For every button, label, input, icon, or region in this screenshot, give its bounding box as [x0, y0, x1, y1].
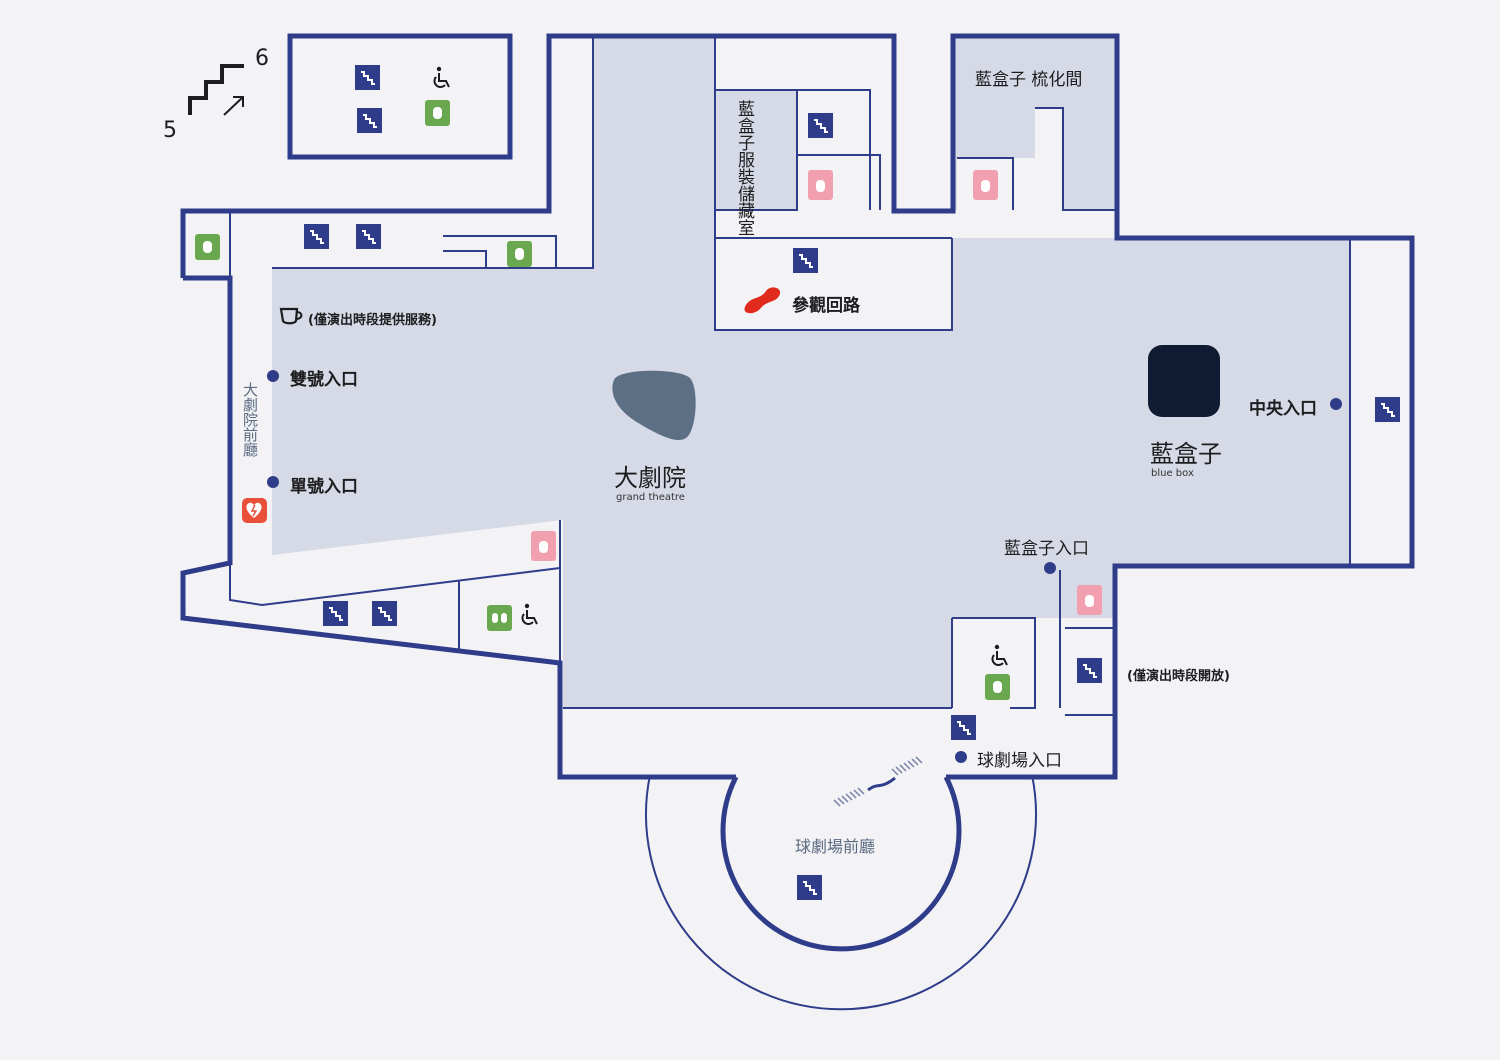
outer-walls [180, 33, 1415, 952]
playhouse-outer-ring [645, 774, 1037, 1011]
stairs-icon [356, 224, 381, 249]
inner-walls [229, 38, 1351, 716]
blue-box-name: 藍盒子 [1150, 440, 1222, 468]
stairs-icon [372, 601, 397, 626]
entrance-dot-icon [267, 370, 279, 382]
restroom-icon [985, 674, 1010, 700]
wheelchair-icon [991, 644, 1008, 666]
entrance-dots [267, 370, 1342, 763]
playhouse-entrance-label[interactable]: 球劇場入口 [977, 751, 1062, 771]
floor-to-label: 6 [255, 46, 269, 71]
cafe-note: (僅演出時段提供服務) [308, 313, 437, 328]
grand-theatre-name: 大劇院 [614, 464, 686, 492]
stairs-icon [793, 248, 818, 273]
entrance-dot-icon [1330, 398, 1342, 410]
restroom-icon [973, 170, 998, 200]
stairs-icon [323, 601, 348, 626]
entrance-dot-icon [1044, 562, 1056, 574]
blue-box-room[interactable] [952, 238, 1350, 618]
blue-box-name-en: blue box [1151, 468, 1194, 479]
floor-from-label: 5 [163, 118, 177, 143]
bluebox-dressing-label: 藍盒子 梳化間 [975, 70, 1083, 90]
bluebox-dressing-room [953, 38, 1117, 210]
grand-lobby-label: 大劇院前廳 [241, 382, 259, 457]
tour-route-icon [744, 287, 781, 314]
odd-entrance-label[interactable]: 單號入口 [290, 477, 358, 497]
stairs-icon [808, 113, 833, 138]
restroom-icon [195, 234, 220, 260]
stairs-icon [1375, 397, 1400, 422]
grand-theatre-name-en: grand theatre [616, 492, 685, 503]
stairs-icon [1077, 658, 1102, 683]
grand-theatre-logo [612, 370, 696, 441]
cafe-icon [279, 307, 303, 325]
stairs-icon [355, 65, 380, 90]
entrance-dot-icon [955, 751, 967, 763]
stairs-icon [304, 224, 329, 249]
central-entrance-label[interactable]: 中央入口 [1249, 399, 1317, 419]
stairs-icon [797, 875, 822, 900]
aed-icon [242, 498, 267, 523]
restroom-icon [808, 170, 833, 200]
ramp-marking [833, 756, 923, 807]
restroom-icon [1077, 585, 1102, 615]
restroom-icon [425, 100, 450, 126]
stairs-icon [951, 715, 976, 740]
even-entrance-label[interactable]: 雙號入口 [290, 370, 358, 390]
restroom-icon [487, 605, 512, 631]
playhouse-lobby-label: 球劇場前廳 [795, 837, 876, 856]
grand-theatre-room[interactable] [272, 38, 952, 708]
entrance-dot-icon [267, 476, 279, 488]
stairs-icon [357, 108, 382, 133]
wheelchair-icon [433, 66, 450, 88]
restroom-icon [531, 531, 556, 561]
restroom-icon [507, 241, 532, 267]
bluebox-entrance-label[interactable]: 藍盒子入口 [1004, 539, 1089, 559]
blue-box-logo [1148, 345, 1220, 417]
costume-storage-label: 藍盒子服裝儲藏室 [734, 100, 754, 236]
stairs-up-marker [188, 64, 244, 116]
tour-route-label[interactable]: 參觀回路 [792, 296, 860, 316]
costume-storage-room [715, 90, 797, 210]
open-note: (僅演出時段開放) [1127, 669, 1230, 684]
wheelchair-icon [521, 603, 538, 625]
